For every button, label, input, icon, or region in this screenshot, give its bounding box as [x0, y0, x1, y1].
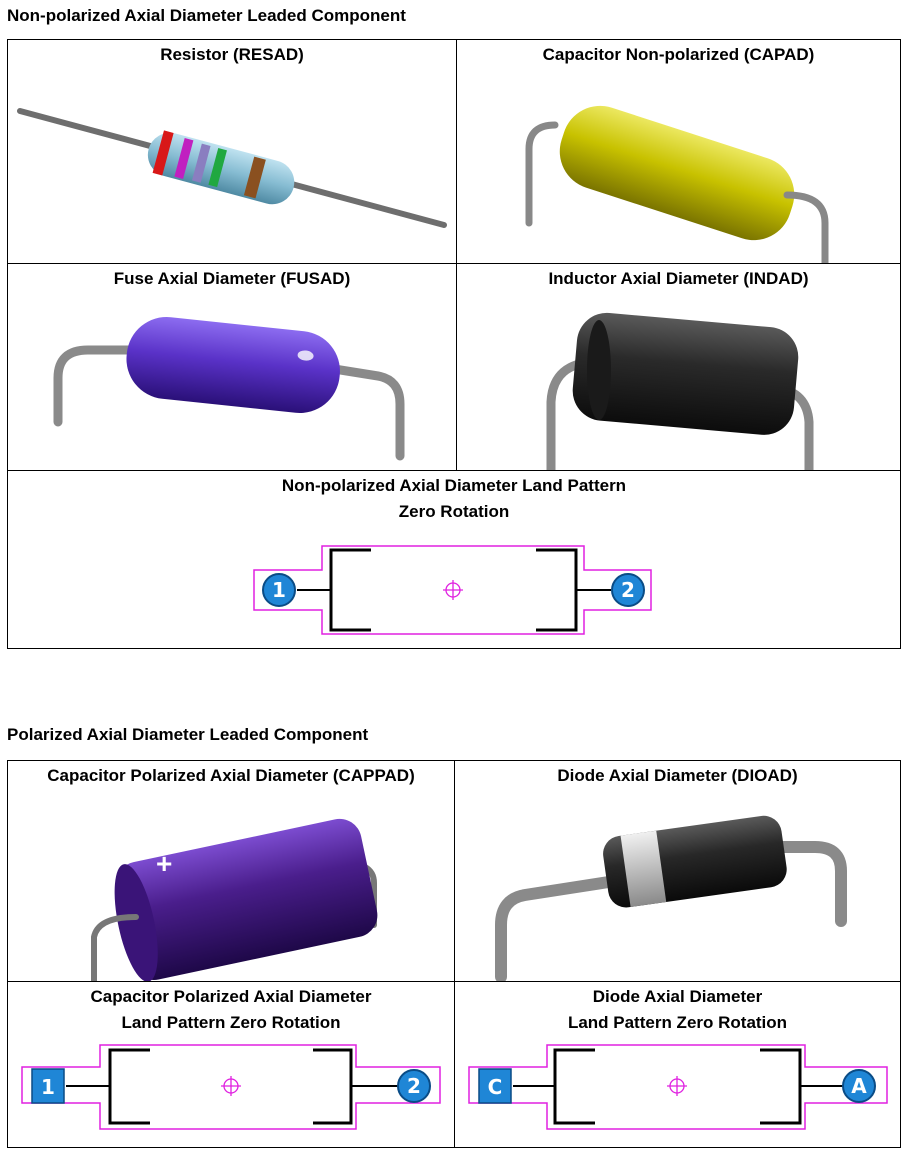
land-pattern-drawing: 1 2 — [8, 540, 900, 640]
inductor-image — [457, 292, 900, 470]
diode-cell: Diode Axial Diameter (DIOAD) — [454, 760, 901, 982]
inductor-caption: Inductor Axial Diameter (INDAD) — [548, 269, 809, 288]
cap-polarized-image: + — [8, 791, 454, 981]
cap-pad-1-label: 1 — [41, 1075, 55, 1099]
resistor-caption: Resistor (RESAD) — [160, 45, 304, 64]
section-title-non-polarized: Non-polarized Axial Diameter Leaded Comp… — [7, 6, 406, 25]
cap-land-pattern-caption-line1: Capacitor Polarized Axial Diameter — [90, 987, 372, 1006]
land-pattern-caption-line1: Non-polarized Axial Diameter Land Patter… — [281, 476, 627, 495]
land-pattern-cell: Non-polarized Axial Diameter Land Patter… — [7, 470, 901, 649]
pad-2-label: 2 — [621, 578, 635, 602]
pad-1-label: 1 — [272, 578, 286, 602]
section-title-polarized: Polarized Axial Diameter Leaded Componen… — [7, 725, 369, 744]
cap-pad-2-label: 2 — [407, 1074, 421, 1098]
polarity-mark: + — [156, 848, 172, 879]
diode-land-pattern-cell: Diode Axial Diameter Land Pattern Zero R… — [454, 981, 901, 1148]
capacitor-cell: Capacitor Non-polarized (CAPAD) — [456, 39, 901, 264]
diode-pad-anode-label: A — [851, 1074, 867, 1098]
diode-land-pattern-drawing: C A — [455, 1041, 900, 1133]
resistor-image — [8, 73, 456, 263]
cap-land-pattern-drawing: 1 2 — [8, 1041, 454, 1133]
polarized-table: Capacitor Polarized Axial Diameter (CAPP… — [7, 760, 901, 1148]
cap-land-pattern-cell: Capacitor Polarized Axial Diameter Land … — [7, 981, 455, 1148]
land-pattern-caption-line2: Zero Rotation — [398, 502, 510, 521]
diode-land-pattern-caption-line2: Land Pattern Zero Rotation — [567, 1013, 788, 1032]
fuse-caption: Fuse Axial Diameter (FUSAD) — [113, 269, 351, 288]
capacitor-caption: Capacitor Non-polarized (CAPAD) — [542, 45, 815, 64]
cap-polarized-cell: Capacitor Polarized Axial Diameter (CAPP… — [7, 760, 455, 982]
fuse-image — [8, 292, 456, 470]
capacitor-image — [457, 73, 900, 263]
diode-land-pattern-caption-line1: Diode Axial Diameter — [592, 987, 763, 1006]
inductor-cell: Inductor Axial Diameter (INDAD) — [456, 263, 901, 471]
diode-pad-cathode-label: C — [488, 1075, 503, 1099]
diode-caption: Diode Axial Diameter (DIOAD) — [557, 766, 798, 785]
fuse-cell: Fuse Axial Diameter (FUSAD) — [7, 263, 457, 471]
cap-land-pattern-caption-line2: Land Pattern Zero Rotation — [121, 1013, 341, 1032]
cap-polarized-caption: Capacitor Polarized Axial Diameter (CAPP… — [47, 766, 415, 785]
resistor-cell: Resistor (RESAD) — [7, 39, 457, 264]
non-polarized-table: Resistor (RESAD) — [7, 39, 901, 649]
diode-image — [455, 791, 900, 981]
